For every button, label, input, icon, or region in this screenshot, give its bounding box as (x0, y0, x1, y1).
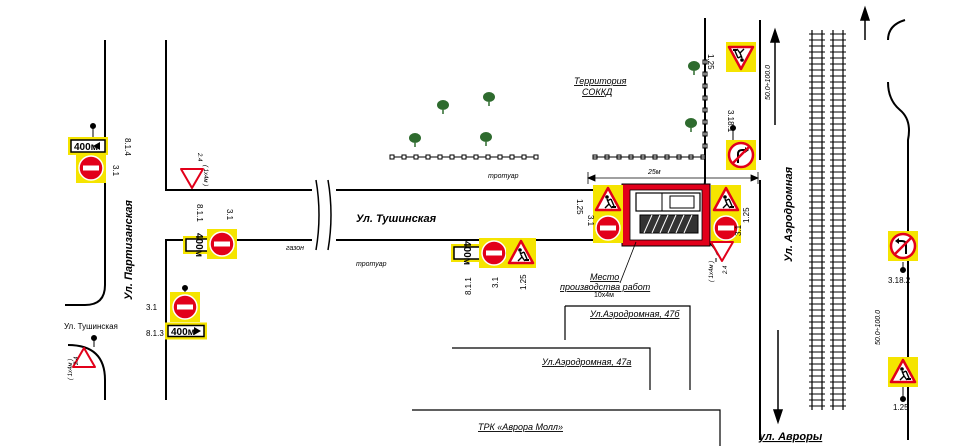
road-works-sign-icon (593, 185, 623, 215)
tushinskaya-south-edge (165, 239, 719, 400)
no-right-turn-sign-icon (726, 140, 756, 170)
worksite-leader (619, 241, 637, 284)
distance-plate-left-arrow: 400м (68, 137, 108, 155)
building-47b (565, 305, 691, 390)
svg-text:400м: 400м (74, 142, 98, 153)
road-works-sign-icon (711, 185, 741, 215)
distance-plate-right-arrow: 400м (165, 322, 207, 340)
code-3-1-e: 3.1 (586, 215, 595, 227)
break-mark-2 (327, 179, 332, 251)
building-47a (452, 347, 651, 390)
code-8-1-3: 8.1.3 (146, 329, 164, 338)
code-3-18-1: 3.18.1 (726, 110, 735, 133)
arrow-up-icon (859, 5, 871, 40)
building-mall (412, 409, 721, 446)
code-1-25-d: 1.25 (706, 54, 715, 70)
partizanskaya-left-edge (65, 40, 106, 306)
yield-sign-icon (710, 241, 734, 262)
no-left-turn-sign-icon (888, 231, 918, 261)
street-avrory: ул. Авроры (758, 431, 823, 443)
code-3-1-d: 3.1 (491, 276, 500, 288)
code-2-4-c: 2.4 (723, 265, 729, 275)
sidewalk-top: тротуар (488, 173, 519, 180)
code-8-1-1-a: 8.1.1 (195, 204, 204, 222)
road-works-sign-icon (506, 238, 536, 268)
tree (437, 100, 449, 114)
lawn-label: газон (286, 245, 304, 252)
note-left: ( 1х4м ) (202, 165, 208, 186)
street-tushinskaya-small: Ул. Тушинская (64, 322, 118, 331)
work-zone (619, 183, 711, 284)
building-47b-label: Ул.Аэродромная, 47б (589, 309, 680, 319)
buildings (412, 305, 721, 446)
worksite-line2: производства работ (560, 282, 651, 292)
sidewalk-bottom: тротуар (356, 261, 387, 268)
road-works-sign-icon (726, 42, 756, 72)
street-aerodromnaya: Ул. Аэродромная (783, 166, 795, 262)
no-entry-sign-icon (593, 213, 623, 243)
no-entry-sign-icon (170, 292, 200, 322)
no-entry-sign-icon (76, 153, 106, 183)
street-tushinskaya: Ул. Тушинская (356, 213, 437, 225)
code-2-4-b: 2.4 (74, 356, 80, 366)
work-vehicle (635, 192, 701, 212)
direction-arrows (769, 5, 871, 425)
note-bottom: ( 1х4м ) (68, 359, 74, 380)
no-entry-sign-icon (207, 229, 237, 259)
code-2-4-a: 2.4 (196, 152, 202, 162)
tree (685, 118, 697, 132)
code-1-25-e: 1.25 (893, 403, 909, 412)
dist-right: 50.0÷100.0 (875, 310, 882, 345)
trees (409, 61, 700, 147)
code-3-1-b: 3.1 (225, 209, 234, 221)
arrow-down-icon (772, 330, 784, 425)
territory-line1: Территория (574, 76, 627, 86)
code-3-1-a: 3.1 (111, 165, 120, 177)
aerodromnaya-east-edge (887, 81, 910, 440)
tushinskaya-north-edge (165, 18, 706, 191)
left-lower-edge (67, 344, 106, 400)
territory-line2: СОККД (582, 87, 613, 97)
worksite-size: 10х4м (594, 292, 614, 299)
code-1-25-a: 1.25 (519, 274, 528, 290)
dist-left: 50.0÷100.0 (765, 65, 772, 100)
street-partizanskaya: Ул. Партизанская (123, 199, 135, 300)
labels: Ул. Тушинская Ул. Партизанская Ул. Тушин… (64, 54, 911, 443)
arrow-up-icon (769, 27, 781, 125)
code-3-1-f: 3.1 (734, 224, 743, 236)
railway (809, 30, 846, 410)
svg-text:400м: 400м (461, 241, 472, 265)
code-3-1-c: 3.1 (146, 303, 158, 312)
worksite-line1: Место (590, 272, 619, 282)
note-top: ( 1х4м ) (709, 261, 715, 282)
code-8-1-4: 8.1.4 (123, 138, 132, 156)
tree (688, 61, 700, 75)
fences (389, 59, 708, 160)
yield-sign-icon (180, 168, 204, 189)
code-3-18-2: 3.18.2 (888, 276, 911, 285)
no-entry-sign-icon (711, 213, 741, 243)
svg-text:400м: 400м (193, 233, 204, 257)
length-25m: 25м (647, 169, 661, 176)
break-mark-1 (315, 179, 320, 251)
aerodromnaya-east-curve (887, 19, 906, 41)
road-works-sign-icon (888, 357, 918, 387)
dimension-25m (586, 172, 760, 184)
traffic-signs: 400м 400м 400м 400м (68, 42, 918, 387)
no-entry-sign-icon (479, 238, 509, 268)
mall-label: ТРК «Аврора Молл» (478, 422, 563, 432)
code-1-25-b: 1.25 (575, 199, 584, 215)
yield-sign-icon (72, 347, 96, 368)
tree (483, 92, 495, 106)
building-47a-label: Ул.Аэродромная, 47а (541, 357, 631, 367)
code-1-25-c: 1.25 (742, 207, 751, 223)
svg-text:400м: 400м (171, 327, 195, 338)
tree (409, 133, 421, 147)
code-8-1-1-b: 8.1.1 (464, 277, 473, 295)
tree (480, 132, 492, 146)
